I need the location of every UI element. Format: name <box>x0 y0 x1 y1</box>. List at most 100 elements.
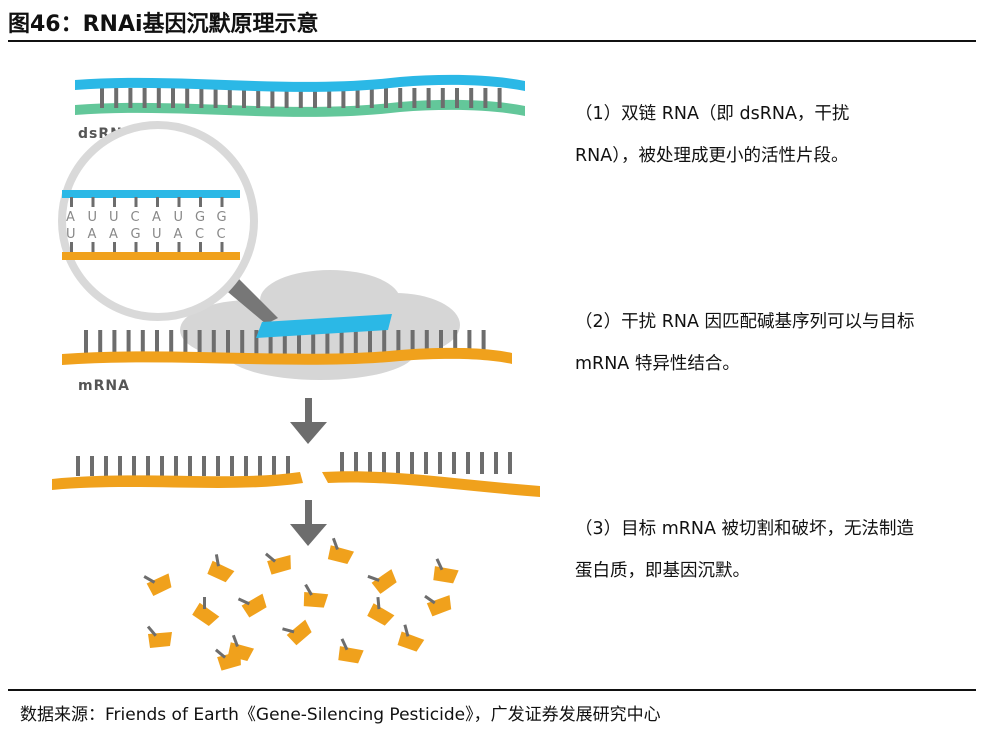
cleaved-base-tick <box>354 452 358 474</box>
fragment-stub <box>231 634 239 648</box>
dsrna-blue-strand <box>75 74 525 92</box>
mrna-fragment <box>303 583 329 608</box>
sirna-tick <box>70 197 73 207</box>
cleaved-base-tick <box>118 456 122 476</box>
cleaved-base-tick <box>340 452 344 474</box>
base-pair-tick <box>156 88 161 108</box>
cleaved-mrna-bases <box>76 452 512 476</box>
base-letter: U <box>109 210 119 225</box>
mrna-fragment <box>214 648 241 671</box>
mrna-fragment <box>143 573 172 596</box>
step-1-text: （1）双链 RNA（即 dsRNA，干扰 RNA），被处理成更小的活性片段。 <box>575 104 850 166</box>
mrna-base-tick <box>183 330 188 356</box>
cleaved-mrna-right <box>322 471 540 497</box>
sirna-tick <box>156 197 159 207</box>
base-pair-tick <box>369 88 374 108</box>
mrna-base-tick <box>424 330 429 356</box>
base-pair-tick <box>313 88 317 108</box>
base-letter: U <box>152 227 162 242</box>
base-letter: C <box>131 210 140 225</box>
mrna-base-tick <box>98 330 103 356</box>
base-letter: A <box>66 210 75 225</box>
fragment-stub <box>340 638 349 651</box>
mrna-fragment <box>207 554 235 583</box>
fragment-piece <box>338 646 364 664</box>
figure-title: 图46：RNAi基因沉默原理示意 <box>8 12 319 37</box>
base-pair-tick <box>440 88 445 108</box>
base-pair-tick <box>455 88 459 108</box>
mrna-base-tick <box>382 330 387 356</box>
fragment-piece <box>303 592 329 608</box>
cleaved-base-tick <box>258 456 262 476</box>
base-pair-tick <box>270 88 275 108</box>
cleaved-base-tick <box>104 456 108 476</box>
mrna-label: mRNA <box>78 378 130 394</box>
base-pair-tick <box>355 88 360 108</box>
cleaved-base-tick <box>76 456 80 476</box>
base-letter: U <box>88 210 98 225</box>
sirna-tick <box>177 242 181 252</box>
fragment-piece <box>148 632 172 648</box>
mrna-base-tick <box>240 330 245 356</box>
fragment-piece <box>397 631 425 652</box>
mrna-fragment <box>282 619 312 646</box>
fragment-stub <box>435 558 444 571</box>
sirna-tick <box>134 197 138 207</box>
fragment-piece <box>207 560 235 583</box>
fragment-piece <box>367 603 395 626</box>
dsrna-strands: dsRNA <box>75 74 525 142</box>
cleaved-base-tick <box>188 456 192 476</box>
base-letter: U <box>66 227 76 242</box>
bound-sirna <box>256 314 392 338</box>
fragment-stub <box>403 624 410 637</box>
mrna-base-tick <box>368 330 372 356</box>
mrna-base-tick <box>169 330 174 356</box>
mrna-strand-group: mRNA <box>62 314 512 394</box>
fragment-stub <box>424 594 436 605</box>
fragment-piece <box>426 595 452 617</box>
sirna-tick <box>220 242 224 252</box>
base-pair-tick <box>128 88 133 108</box>
fragment-piece <box>327 545 355 565</box>
base-letter: G <box>195 210 205 225</box>
mrna-base-tick <box>140 330 145 356</box>
sirna-tick <box>91 197 95 207</box>
sirna-tick <box>199 242 202 252</box>
cleaved-base-tick <box>202 456 206 476</box>
mrna-bases <box>84 330 486 356</box>
base-letter: A <box>174 227 183 242</box>
bottom-rule <box>8 689 976 691</box>
mrna-base-tick <box>84 330 88 356</box>
cleaved-mrna-left <box>52 472 303 490</box>
sirna-ticks <box>70 197 224 252</box>
cleaved-base-tick <box>230 456 234 476</box>
mrna-fragment <box>264 552 291 575</box>
mrna-base-tick <box>226 330 230 356</box>
fragment-stub <box>264 552 277 563</box>
mrna-fragment <box>146 625 172 648</box>
mrna-fragment <box>192 597 220 627</box>
base-pair-tick <box>398 88 403 108</box>
cleaved-base-tick <box>410 452 414 474</box>
cleaved-base-tick <box>272 456 276 476</box>
base-letter: G <box>217 210 227 225</box>
mrna-base-tick <box>297 330 301 356</box>
mrna-base-tick <box>396 330 401 356</box>
mrna-base-tick <box>339 330 344 356</box>
mrna-fragment <box>397 624 425 652</box>
arrow-down-icon <box>290 398 327 444</box>
mrna-base-tick <box>353 330 358 356</box>
base-pair-tick <box>412 88 417 108</box>
mrna-base-tick <box>254 330 259 356</box>
cleaved-base-tick <box>424 452 428 474</box>
cleaved-base-tick <box>216 456 220 476</box>
mrna-base-tick <box>311 330 316 356</box>
mrna-base-tick <box>481 330 486 356</box>
cleaved-base-tick <box>494 452 498 474</box>
base-pair-tick <box>213 88 218 108</box>
base-letter: C <box>217 227 226 242</box>
base-pair-tick <box>114 88 119 108</box>
mrna-base-tick <box>439 330 443 356</box>
